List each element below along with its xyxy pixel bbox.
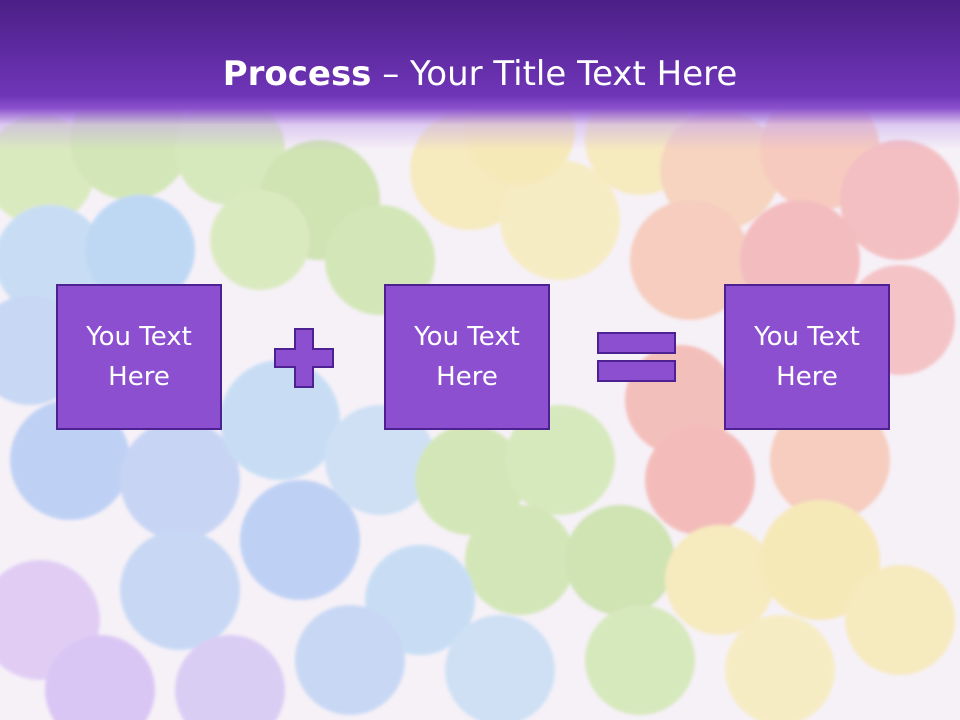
process-box-3-label: You Text Here	[754, 322, 860, 392]
equals-icon	[597, 332, 676, 382]
title-rest: – Your Title Text Here	[371, 54, 738, 94]
title-bold: Process	[222, 54, 372, 94]
process-box-1[interactable]: You Text Here	[56, 284, 222, 430]
title-bar	[0, 0, 960, 150]
process-box-3[interactable]: You Text Here	[724, 284, 890, 430]
process-box-2[interactable]: You Text Here	[384, 284, 550, 430]
slide-title: Process – Your Title Text Here	[0, 52, 960, 96]
process-box-1-label: You Text Here	[86, 322, 192, 392]
process-box-2-label: You Text Here	[414, 322, 520, 392]
plus-icon	[274, 328, 334, 388]
